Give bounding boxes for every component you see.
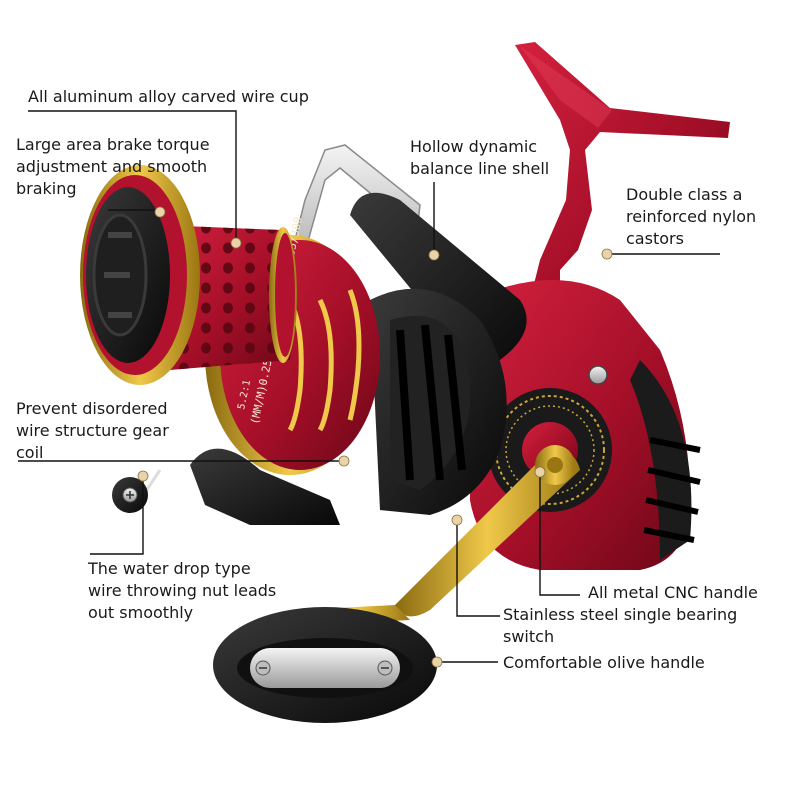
- callout-shell: Hollow dynamic balance line shell: [410, 137, 550, 178]
- callout-cnc-handle: All metal CNC handle: [588, 583, 758, 602]
- olive-handle-knob: [213, 607, 437, 723]
- callout-gear-coil: Prevent disordered wire structure gear c…: [16, 399, 169, 462]
- callout-bearing: Stainless steel single bearing switch: [503, 605, 738, 646]
- callout-wire-cup: All aluminum alloy carved wire cup: [28, 87, 309, 106]
- rod-foot: [515, 42, 730, 320]
- callout-castors: Double class a reinforced nylon castors: [626, 185, 757, 248]
- rotor: [370, 288, 507, 515]
- line-roller: [112, 477, 148, 513]
- callout-brake: Large area brake torque adjustment and s…: [16, 135, 210, 198]
- callout-nut: The water drop type wire throwing nut le…: [88, 559, 277, 622]
- callout-olive-handle: Comfortable olive handle: [503, 653, 705, 672]
